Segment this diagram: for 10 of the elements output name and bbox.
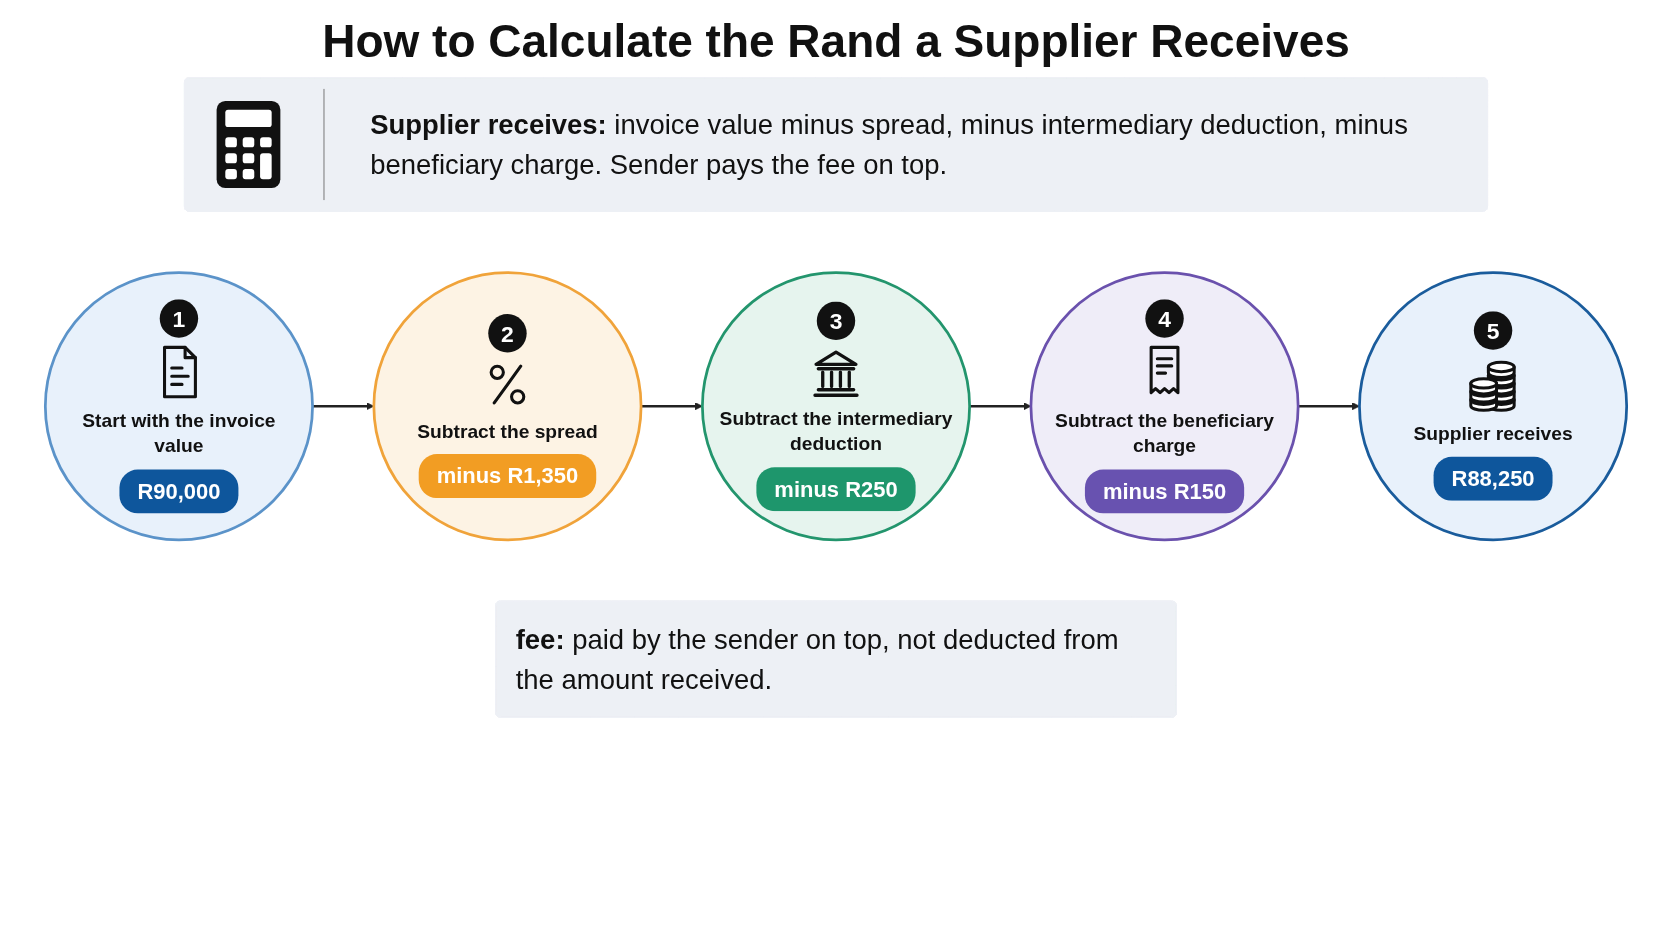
node-circle: 5 Supplier receives R88,250 — [1358, 271, 1629, 542]
arrow — [1298, 402, 1360, 411]
title: How to Calculate the Rand a Supplier Receives — [321, 14, 1351, 68]
arrow — [641, 402, 703, 411]
node-circle: 4 Subtract the beneficiary charge minus R150 — [1029, 271, 1300, 542]
node-circle: 1 Start with the invoice value R90,000 — [43, 271, 314, 542]
arrow — [969, 402, 1032, 411]
arrow — [312, 402, 375, 411]
node-circle: 3 Subtract the intermediary deduction minus R250 — [701, 271, 971, 542]
node-circle: 2 Subtract the spread minus R1,350 — [372, 271, 643, 542]
